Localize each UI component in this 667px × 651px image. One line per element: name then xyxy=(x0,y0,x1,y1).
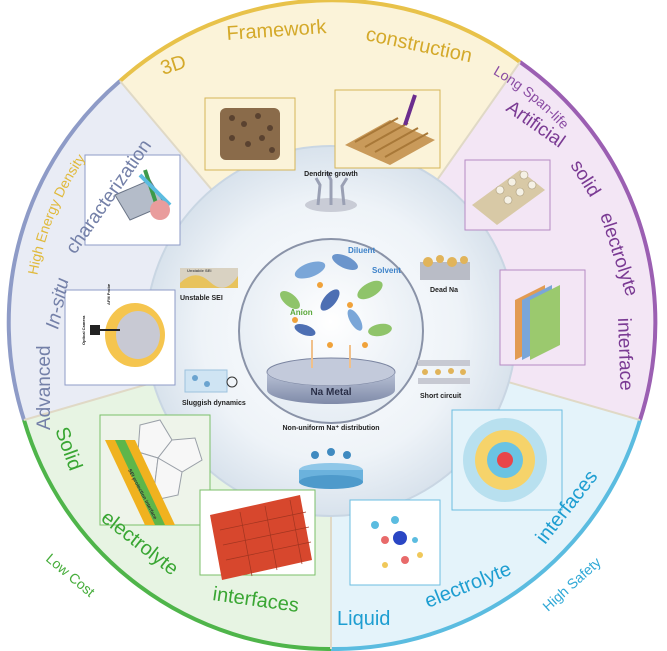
liquid-thumb-1 xyxy=(451,409,563,511)
sector-artificial-border xyxy=(518,60,658,421)
na-metal-slab xyxy=(267,372,395,404)
artificial-title-4: interface xyxy=(613,317,637,391)
dendrite-illustration xyxy=(305,171,357,212)
na-metal-top xyxy=(266,357,396,387)
sector-framework-border xyxy=(118,0,522,83)
unstable-sei-small-label: Unstable SEI xyxy=(187,268,211,273)
molecule-cluster xyxy=(280,253,392,368)
anion-label: Anion xyxy=(290,308,313,317)
solid-thumb-2 xyxy=(199,489,316,580)
insitu-title-1: Advanced xyxy=(34,345,55,430)
solid-thumb-1 xyxy=(99,414,211,526)
diluent-label: Diluent xyxy=(348,246,375,255)
afm-probe-label: AFM Probe xyxy=(106,283,111,305)
insitu-thumb-2 xyxy=(64,289,176,386)
dendrite-label: Dendrite growth xyxy=(304,171,358,178)
sluggish-illustration xyxy=(184,369,238,393)
sector-insitu-border xyxy=(6,79,122,421)
short-circuit-label: Short circuit xyxy=(420,393,462,400)
short-circuit-illustration xyxy=(418,360,470,384)
artificial-thumb-2 xyxy=(499,269,586,366)
sluggish-label: Sluggish dynamics xyxy=(182,400,246,407)
framework-thumb-1 xyxy=(204,97,296,171)
framework-thumb-2 xyxy=(334,89,441,169)
dead-na-illustration xyxy=(420,255,470,280)
outer-label-low-cost: Low Cost xyxy=(43,550,98,600)
unstable-sei-label: Unstable SEI xyxy=(180,295,223,302)
liquid-title-1: Liquid xyxy=(337,608,390,630)
non-uniform-illustration xyxy=(299,448,363,489)
artificial-thumb-1 xyxy=(464,159,551,231)
sector-solid-border xyxy=(22,419,332,651)
insitu-thumb-1 xyxy=(84,154,181,246)
liquid-thumb-2 xyxy=(349,499,441,586)
sector-liquid-border xyxy=(330,419,642,651)
na-metal-label: Na Metal xyxy=(310,387,351,398)
dead-na-label: Dead Na xyxy=(430,287,458,294)
unstable-sei-illustration xyxy=(180,268,238,288)
solvent-label: Solvent xyxy=(372,266,401,275)
non-uniform-label: Non-uniform Na⁺ distribution xyxy=(282,425,379,432)
optical-camera-label: Optical Camera xyxy=(81,315,86,345)
